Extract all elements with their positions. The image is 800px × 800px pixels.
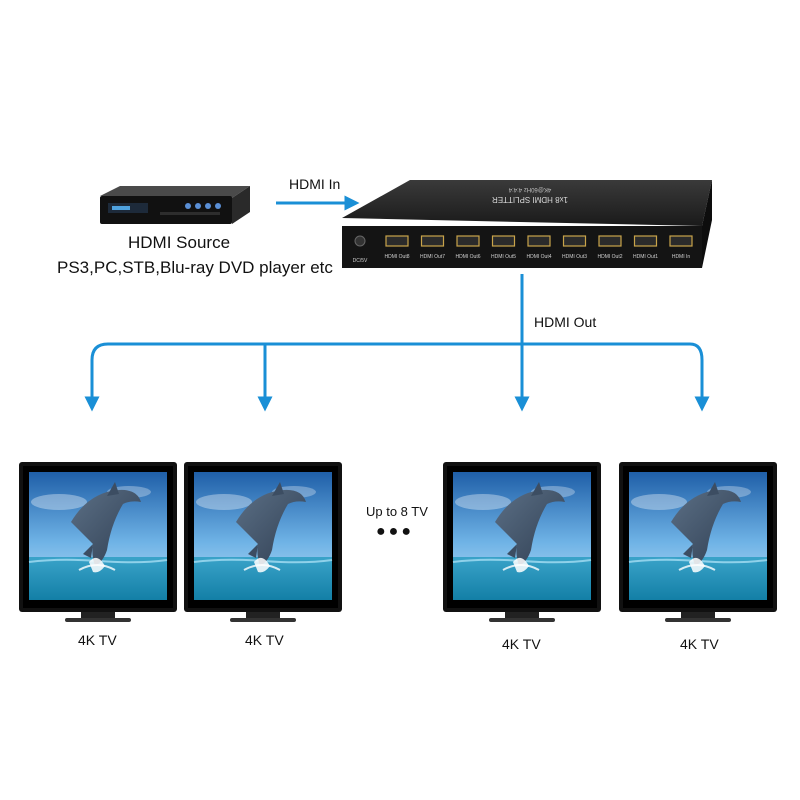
hdmi-source-title: HDMI Source bbox=[128, 233, 231, 252]
tv-label: 4K TV bbox=[502, 636, 541, 652]
dc-power-port bbox=[354, 235, 366, 247]
hdmi-port bbox=[527, 235, 551, 247]
more-tv-ellipsis: ●●● bbox=[376, 523, 414, 540]
splitter-spec-label: 4K@60Hz 4:4:4 bbox=[508, 186, 551, 192]
tv-label: 4K TV bbox=[680, 636, 719, 652]
hdmi-port bbox=[385, 235, 409, 247]
hdmi-splitter-device: 1x8 HDMI SPLITTER 4K@60Hz 4:4:4 DC/5V HDM… bbox=[342, 180, 712, 268]
tv-label: 4K TV bbox=[78, 632, 117, 648]
port-label: DC/5V bbox=[353, 258, 368, 264]
hdmi-port bbox=[598, 235, 622, 247]
splitter-top-label: 1x8 HDMI SPLITTER bbox=[492, 195, 568, 204]
port-label: HDMI Out7 bbox=[420, 254, 445, 260]
tv-label: 4K TV bbox=[245, 632, 284, 648]
hdmi-port bbox=[669, 235, 693, 247]
tv-1 bbox=[18, 461, 178, 623]
hdmi-port bbox=[562, 235, 587, 247]
hdmi-out-label: HDMI Out bbox=[534, 314, 597, 330]
tv-2 bbox=[183, 461, 343, 623]
tv-4 bbox=[618, 461, 778, 623]
hdmi-source-device bbox=[100, 186, 250, 224]
port-label: HDMI Out1 bbox=[633, 254, 658, 260]
hdmi-port bbox=[633, 235, 658, 247]
port-label: HDMI Out3 bbox=[562, 254, 587, 260]
port-label: HDMI Out6 bbox=[455, 254, 480, 260]
hdmi-out-arrows bbox=[84, 274, 710, 412]
port-label: HDMI Out8 bbox=[384, 254, 409, 260]
hdmi-in-label: HDMI In bbox=[289, 176, 341, 192]
more-tv-label: Up to 8 TV bbox=[366, 504, 428, 519]
hdmi-source-subtitle: PS3,PC,STB,Blu-ray DVD player etc bbox=[57, 258, 333, 277]
port-label: HDMI Out5 bbox=[491, 254, 516, 260]
port-label: HDMI In bbox=[672, 254, 691, 260]
port-label: HDMI Out4 bbox=[526, 254, 551, 260]
hdmi-port bbox=[420, 235, 445, 247]
hdmi-port bbox=[456, 235, 480, 247]
tv-3 bbox=[442, 461, 602, 623]
hdmi-port bbox=[491, 235, 516, 247]
port-label: HDMI Out2 bbox=[597, 254, 622, 260]
